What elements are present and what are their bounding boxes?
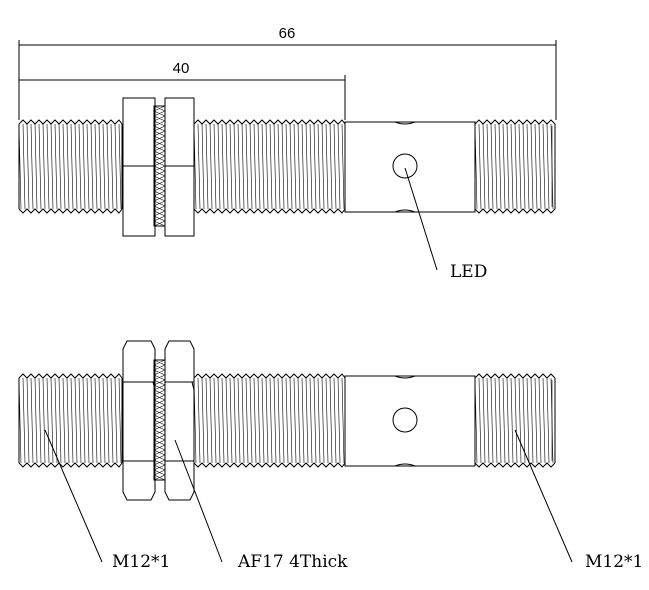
thread-right-label: M12*1 xyxy=(585,552,643,572)
lock-washer xyxy=(153,359,166,481)
sensor-body xyxy=(344,375,476,467)
sensor-top-view xyxy=(18,97,556,237)
lock-washer-knurl xyxy=(153,105,166,227)
dimension-thread-label: 40 xyxy=(173,60,190,77)
thread-middle-crest-top xyxy=(193,119,346,125)
thread-middle-thread-lines xyxy=(193,123,345,210)
led-window-icon xyxy=(392,407,418,433)
thread-left-crest-top xyxy=(18,373,123,379)
thread-left-label: M12*1 xyxy=(112,552,170,572)
led-window-icon xyxy=(392,153,418,179)
thread-right-thread-lines xyxy=(474,377,554,464)
thread-middle-crest-bottom xyxy=(193,208,346,214)
hex-nut xyxy=(164,340,195,501)
body-notch xyxy=(394,463,416,467)
thread-right-crest-bottom xyxy=(474,462,556,468)
hex-nut xyxy=(122,97,156,237)
sensor-body xyxy=(344,121,476,213)
dimension-overall-label: 66 xyxy=(279,25,296,42)
thread-left-callout: M12*1 xyxy=(44,429,170,572)
thread-left-thread-lines xyxy=(18,123,122,210)
body-notch xyxy=(394,375,416,379)
lock-washer-knurl xyxy=(153,359,166,481)
thread-right-crest-top xyxy=(474,119,556,125)
dimension-thread-length: 40 xyxy=(19,60,346,120)
dimension-overall: 66 xyxy=(18,25,557,120)
thread-right-thread-lines xyxy=(474,123,554,210)
nut-callout: AF17 4Thick xyxy=(174,439,348,572)
hex-nut xyxy=(122,340,156,501)
hex-nut xyxy=(164,97,195,237)
sensor-bottom-view xyxy=(18,340,556,501)
thread-middle-thread-lines xyxy=(193,377,345,464)
thread-right-callout: M12*1 xyxy=(514,429,643,572)
thread-left-thread-lines xyxy=(18,377,122,464)
led-label: LED xyxy=(450,262,487,282)
body-notch xyxy=(394,121,416,125)
led-callout: LED xyxy=(404,167,487,282)
thread-left-crest-bottom xyxy=(18,208,123,214)
thread-middle-crest-top xyxy=(193,373,346,379)
nut-label: AF17 4Thick xyxy=(237,552,348,572)
thread-right-crest-bottom xyxy=(474,208,556,214)
thread-left-crest-top xyxy=(18,119,123,125)
body-notch xyxy=(394,209,416,213)
lock-washer xyxy=(153,105,166,227)
thread-left-crest-bottom xyxy=(18,462,123,468)
thread-right-crest-top xyxy=(474,373,556,379)
thread-middle-crest-bottom xyxy=(193,462,346,468)
